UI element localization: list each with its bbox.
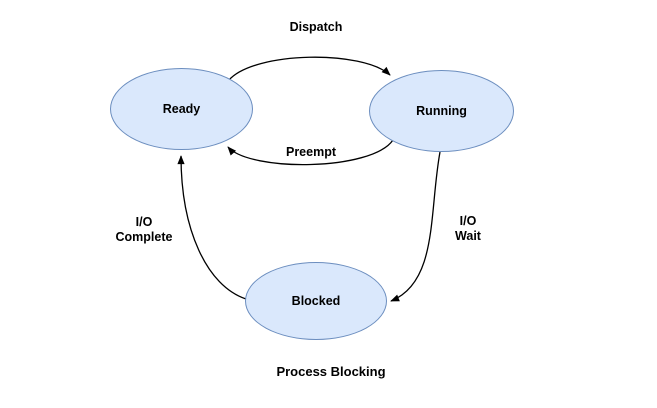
edge-label-dispatch: Dispatch: [289, 20, 343, 34]
preempt-arrow: [227, 139, 394, 166]
dispatch-arrow: [228, 56, 391, 81]
edge-label-io-wait: I/O Wait: [388, 214, 548, 244]
state-node-running-label: Running: [416, 104, 467, 118]
state-node-blocked-label: Blocked: [291, 294, 341, 308]
state-node-ready: Ready: [110, 68, 253, 150]
io-complete-arrow: [177, 155, 247, 300]
edge-label-io-complete-line2: Complete: [115, 230, 173, 244]
io-wait-arrow: [390, 151, 441, 302]
state-node-running: Running: [369, 70, 514, 152]
state-node-ready-label: Ready: [162, 102, 201, 116]
edge-label-io-wait-line1: I/O: [459, 214, 477, 228]
edge-label-io-wait-line2: Wait: [455, 229, 481, 243]
edge-label-io-complete: I/O Complete: [64, 215, 224, 245]
state-node-blocked: Blocked: [245, 262, 387, 340]
edge-label-io-complete-line1: I/O: [135, 215, 153, 229]
diagram-title: Process Blocking: [276, 364, 386, 379]
edge-label-preempt: Preempt: [285, 145, 337, 159]
